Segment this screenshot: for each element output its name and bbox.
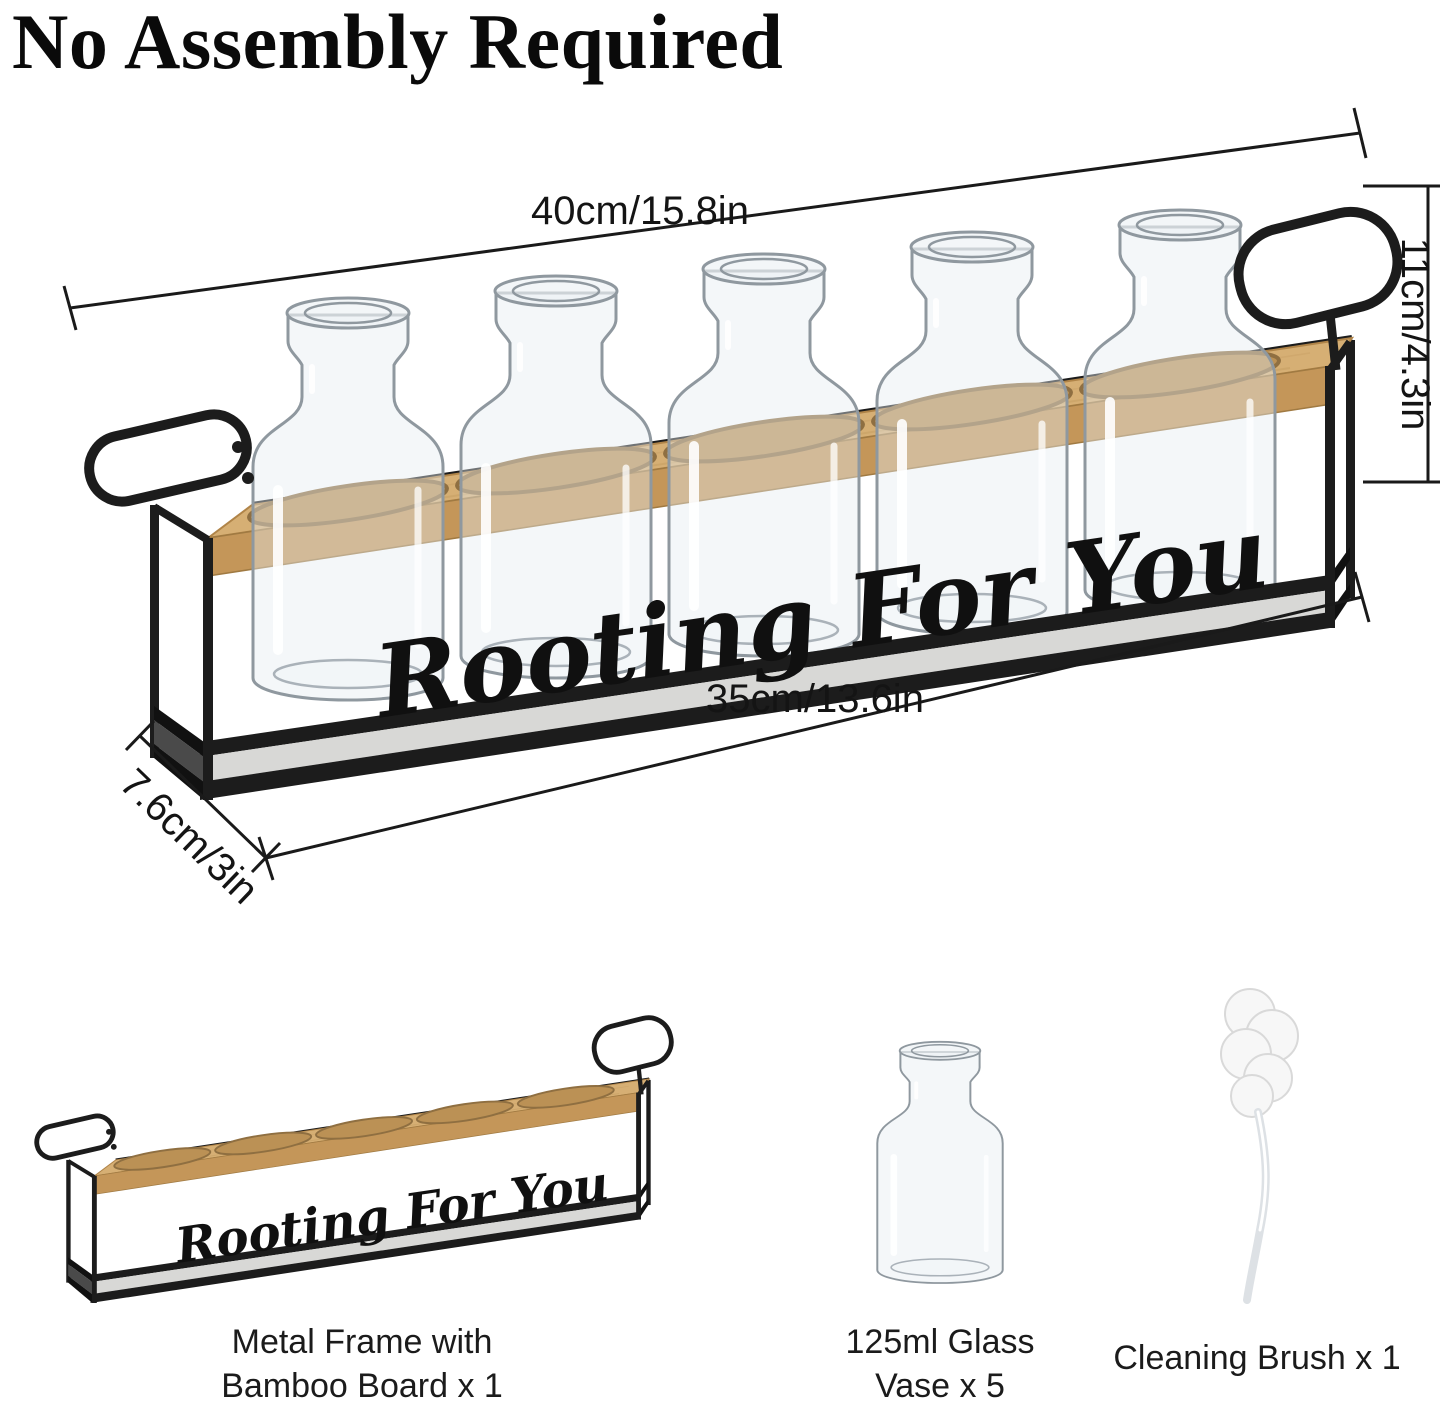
dimension-width-top: 40cm/15.8in [62,107,1368,331]
dimension-width-bottom: 35cm/13.6in [257,571,1371,881]
brush-label-line1: Cleaning Brush x 1 [1113,1339,1401,1377]
vase-label: 125ml Glass Vase x 5 [740,1320,1140,1408]
frame-label-line1: Metal Frame with [231,1323,493,1361]
frame-label: Metal Frame with Bamboo Board x 1 [142,1320,582,1408]
component-brush [1220,988,1299,1304]
page-title: No Assembly Required [12,0,784,85]
component-frame [34,1013,676,1303]
dim-height-right-label: 11cm/4.3in [1393,238,1437,431]
dim-width-top-label: 40cm/15.8in [531,189,749,233]
frame-label-line2: Bamboo Board x 1 [221,1367,503,1406]
brush-sponge-head [1220,988,1299,1118]
dim-width-bottom-label: 35cm/13.6in [706,677,924,721]
vase-label-line2: Vase x 5 [875,1367,1005,1406]
vase-label-line1: 125ml Glass [845,1323,1035,1361]
component-vase [877,1042,1002,1283]
brush-handle-highlight [1256,1110,1268,1232]
dimension-height-right: 11cm/4.3in [1363,184,1440,484]
brush-label: Cleaning Brush x 1 [1057,1336,1445,1380]
